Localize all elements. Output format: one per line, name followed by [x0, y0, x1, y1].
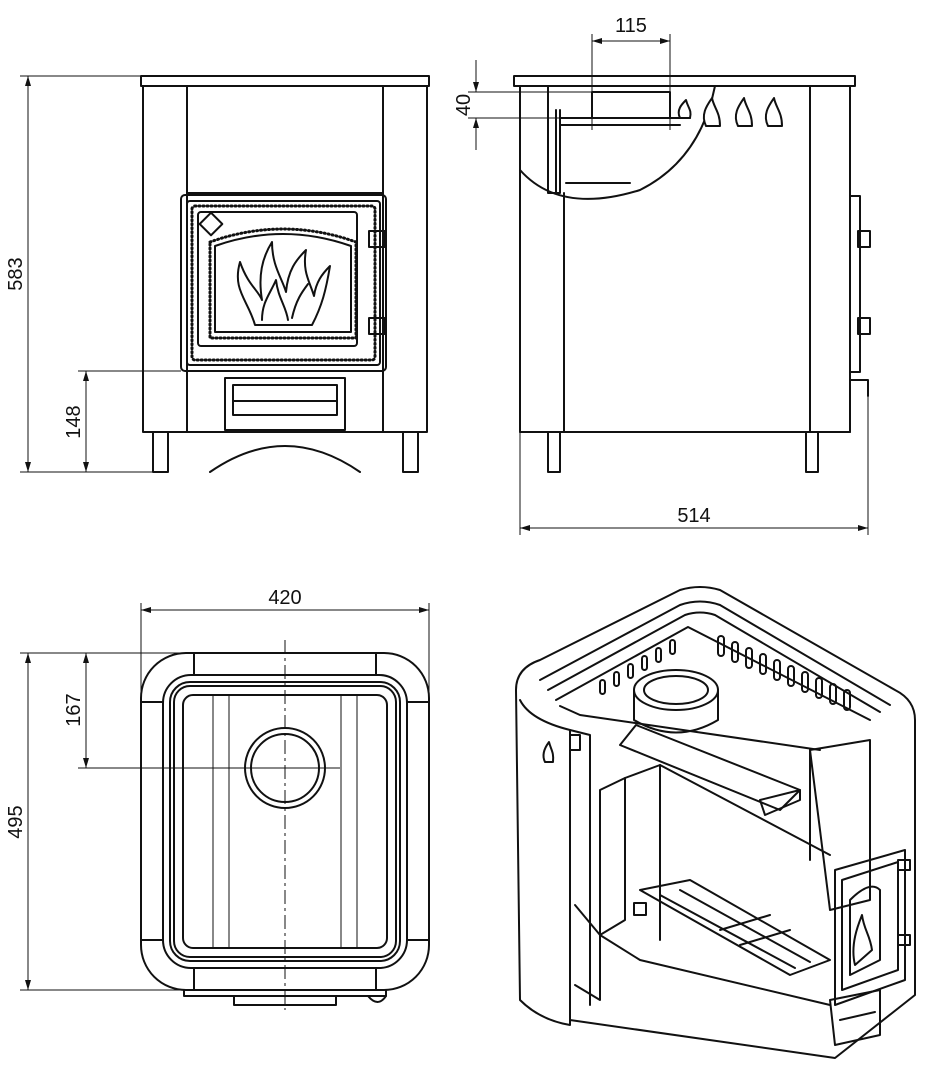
front-view [140, 75, 430, 473]
dimension-label-167: 167 [63, 693, 85, 726]
dimension-label-148: 148 [63, 405, 85, 438]
door-flame-icon [236, 241, 331, 326]
side-view [513, 75, 871, 473]
dimension-label-40: 40 [453, 94, 475, 116]
dimension-stone-width: 115 [591, 15, 671, 130]
dimension-label-495: 495 [5, 805, 27, 838]
dimension-label-583: 583 [5, 257, 27, 290]
dimension-width: 420 [140, 587, 430, 700]
plan-view [140, 640, 430, 1010]
dimension-label-514: 514 [677, 505, 710, 527]
dimension-plan-depth: 495 [5, 652, 190, 991]
rear-wall-slots [599, 635, 851, 711]
dimension-door-height: 148 [63, 370, 181, 472]
dimension-chimney-offset: 167 [63, 653, 245, 769]
dimension-depth: 514 [519, 396, 869, 535]
dimension-label-115: 115 [615, 15, 647, 37]
dimension-label-420: 420 [268, 587, 301, 609]
dimension-stone-depth: 40 [453, 60, 592, 150]
isometric-cutaway-view [515, 586, 916, 1059]
